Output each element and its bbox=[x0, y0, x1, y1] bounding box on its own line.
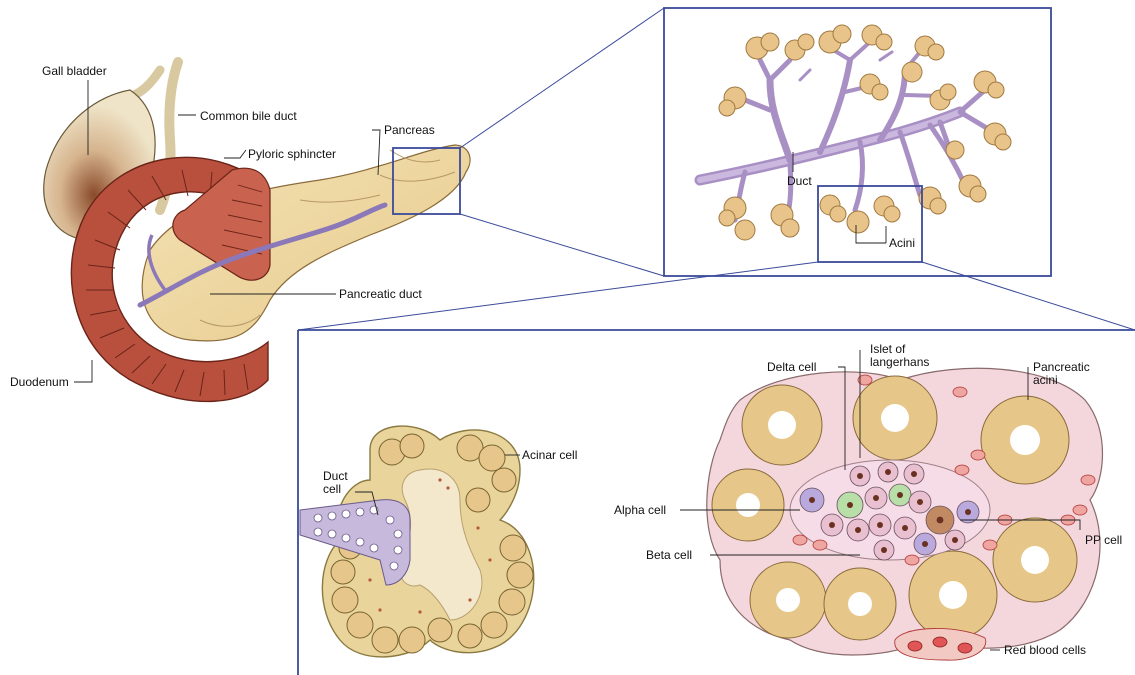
label-pancreatic-acini: Pancreatic acini bbox=[1033, 361, 1090, 387]
label-alpha-cell: Alpha cell bbox=[614, 504, 666, 517]
label-beta-cell: Beta cell bbox=[646, 549, 692, 562]
label-delta-cell: Delta cell bbox=[767, 361, 816, 374]
label-islet-of-langerhans: Islet of langerhans bbox=[870, 343, 929, 369]
label-pyloric-sphincter: Pyloric sphincter bbox=[248, 148, 336, 161]
label-duct: Duct bbox=[787, 175, 812, 188]
label-acinar-cell: Acinar cell bbox=[522, 449, 577, 462]
label-duct-cell: Duct cell bbox=[323, 470, 348, 496]
cell-panel bbox=[298, 330, 1135, 675]
label-pp-cell: PP cell bbox=[1085, 534, 1122, 547]
label-red-blood-cells: Red blood cells bbox=[1004, 644, 1086, 657]
label-pancreatic-duct: Pancreatic duct bbox=[339, 288, 422, 301]
label-gall-bladder: Gall bladder bbox=[42, 65, 107, 78]
label-duodenum: Duodenum bbox=[10, 376, 69, 389]
label-acini: Acini bbox=[889, 237, 915, 250]
rbc-vessel bbox=[895, 628, 986, 660]
label-pancreas: Pancreas bbox=[384, 124, 435, 137]
label-common-bile-duct: Common bile duct bbox=[200, 110, 297, 123]
